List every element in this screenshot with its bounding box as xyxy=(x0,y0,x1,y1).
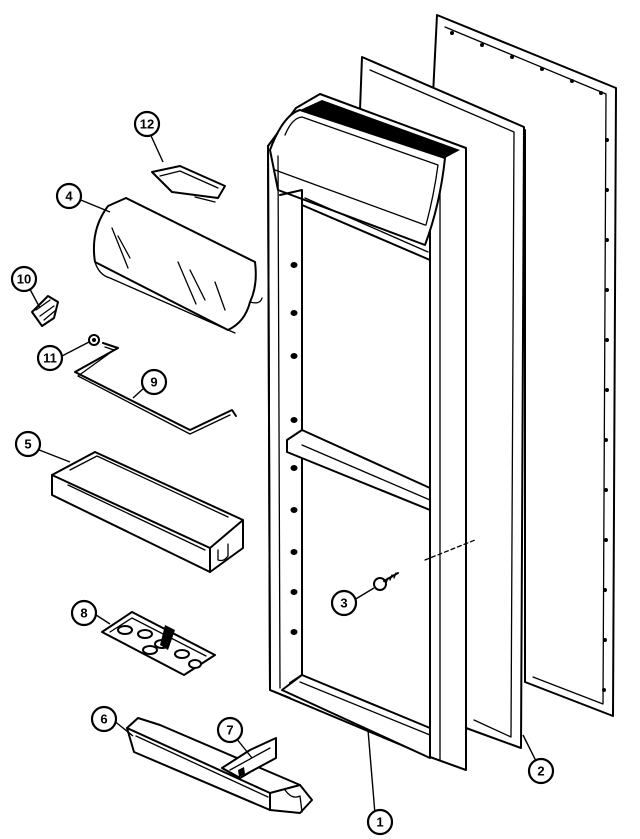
callout-12: 12 xyxy=(133,110,161,138)
callout-5: 5 xyxy=(14,430,42,458)
wire-rod-part xyxy=(74,342,237,435)
liner-mounting-holes xyxy=(290,262,298,635)
callout-4: 4 xyxy=(55,182,83,210)
callout-label-9: 9 xyxy=(150,375,157,390)
bottom-bin-part xyxy=(126,717,313,814)
callout-label-6: 6 xyxy=(100,712,107,727)
callout-10: 10 xyxy=(10,265,38,293)
callout-1: 1 xyxy=(366,808,394,836)
screw-part xyxy=(373,572,399,591)
callout-6: 6 xyxy=(90,705,118,733)
callout-3: 3 xyxy=(330,589,358,617)
callout-8: 8 xyxy=(70,599,98,627)
door-gasket-part xyxy=(432,14,617,717)
door-bin-part xyxy=(51,451,244,573)
nut-part xyxy=(88,334,100,346)
callout-2: 2 xyxy=(527,757,555,785)
bracket-part xyxy=(221,737,277,779)
door-liner-part xyxy=(267,93,476,771)
egg-tray-part xyxy=(101,611,216,676)
callout-9: 9 xyxy=(140,368,168,396)
callout-label-7: 7 xyxy=(226,723,233,738)
callout-label-5: 5 xyxy=(24,437,31,452)
bin-cover-part xyxy=(92,197,263,334)
clip-part xyxy=(31,295,59,327)
callout-label-3: 3 xyxy=(340,596,347,611)
callout-label-10: 10 xyxy=(17,272,31,287)
callout-label-11: 11 xyxy=(43,351,57,366)
callout-label-8: 8 xyxy=(80,606,87,621)
small-tray-part xyxy=(151,165,226,203)
callout-label-2: 2 xyxy=(537,764,544,779)
callout-7: 7 xyxy=(216,716,244,744)
callout-11: 11 xyxy=(36,344,64,372)
callout-label-12: 12 xyxy=(140,117,154,132)
callout-label-4: 4 xyxy=(65,189,73,204)
callout-label-1: 1 xyxy=(376,815,383,830)
